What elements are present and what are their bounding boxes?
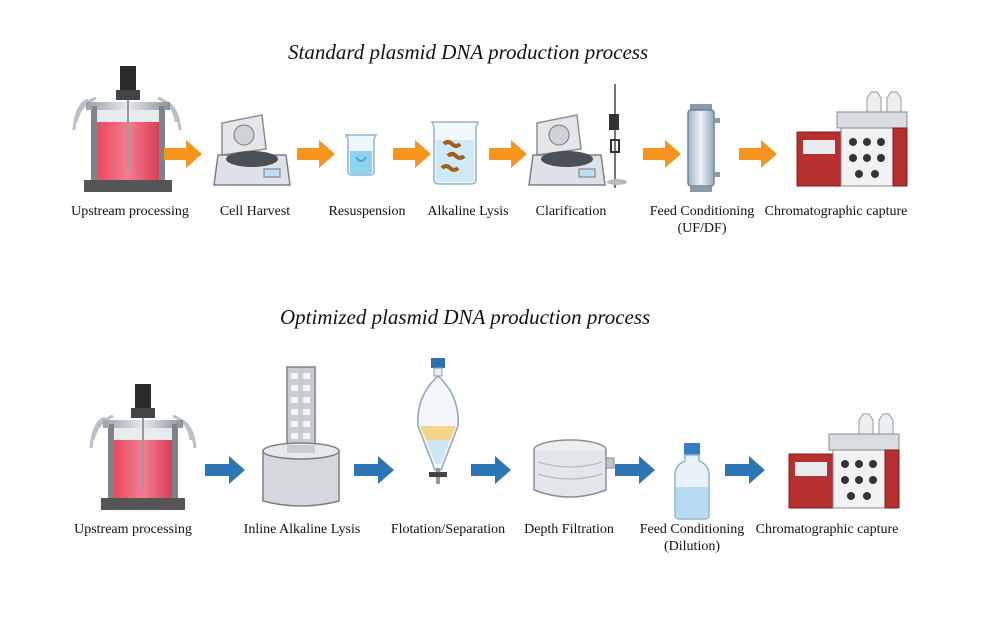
arrow-icon	[164, 140, 202, 168]
opt-label-feed-conditioning: Feed Conditioning (Dilution)	[640, 521, 745, 555]
chromatography-system-icon	[788, 413, 900, 509]
std-label-chromatography: Chromatographic capture	[764, 204, 908, 219]
feed-conditioning-sublabel: (Dilution)	[664, 539, 720, 554]
depth-filter-icon	[533, 439, 615, 498]
std-label-cell-harvest: Cell Harvest	[219, 204, 291, 219]
arrow-icon	[489, 140, 527, 168]
arrow-icon	[739, 140, 777, 168]
std-arrows	[164, 140, 777, 168]
tff-cartridge-icon	[687, 104, 720, 192]
arrow-icon	[615, 456, 655, 484]
opt-label-inline-lysis: Inline Alkaline Lysis	[243, 522, 361, 537]
opt-arrows	[205, 456, 765, 484]
media-bottle-icon	[674, 443, 710, 520]
bioreactor-icon	[89, 384, 197, 510]
arrow-icon	[725, 456, 765, 484]
bioreactor-icon	[72, 66, 182, 192]
arrow-icon	[297, 140, 335, 168]
separatory-funnel-icon	[417, 358, 459, 484]
feed-conditioning-text: Feed Conditioning	[649, 204, 755, 219]
lysis-beaker-icon	[430, 121, 480, 185]
centrifuge-filtration-icon	[528, 84, 627, 188]
opt-label-upstream: Upstream processing	[74, 522, 192, 537]
std-label-clarification: Clarification	[535, 204, 607, 219]
feed-conditioning-text: Feed Conditioning	[639, 522, 745, 537]
standard-process-title: Standard plasmid DNA production process	[288, 40, 649, 64]
feed-conditioning-sublabel: (UF/DF)	[677, 221, 727, 236]
inline-lysis-icon	[262, 366, 340, 507]
opt-label-depth-filtration: Depth Filtration	[524, 522, 614, 537]
arrow-icon	[354, 456, 394, 484]
beaker-icon	[344, 134, 378, 176]
std-label-alkaline-lysis: Alkaline Lysis	[427, 204, 509, 219]
arrow-icon	[471, 456, 511, 484]
opt-label-flotation: Flotation/Separation	[390, 522, 506, 537]
std-label-resuspension: Resuspension	[328, 204, 406, 219]
centrifuge-icon	[213, 114, 291, 186]
optimized-process-title: Optimized plasmid DNA production process	[280, 305, 651, 329]
std-label-upstream: Upstream processing	[71, 204, 189, 219]
std-label-feed-conditioning: Feed Conditioning (UF/DF)	[650, 203, 755, 237]
arrow-icon	[205, 456, 245, 484]
opt-label-chromatography: Chromatographic capture	[755, 522, 899, 537]
chromatography-system-icon	[796, 91, 908, 187]
arrow-icon	[643, 140, 681, 168]
arrow-icon	[393, 140, 431, 168]
